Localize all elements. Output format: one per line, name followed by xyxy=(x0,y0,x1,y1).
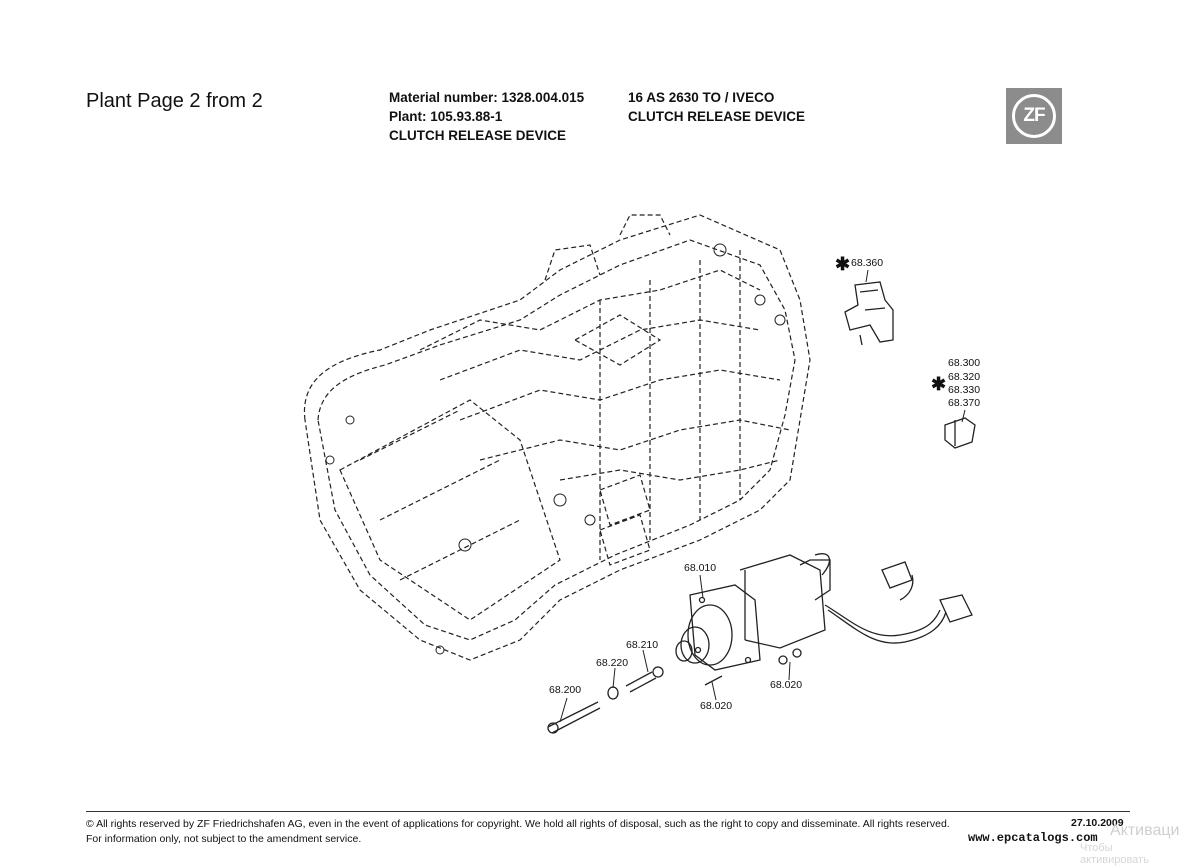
part-label-68010: 68.010 xyxy=(684,562,717,574)
actuator-68010 xyxy=(675,554,831,671)
website-link[interactable]: www.epcatalogs.com xyxy=(968,831,1098,845)
bracket-68360 xyxy=(844,281,894,346)
device-name: CLUTCH RELEASE DEVICE xyxy=(389,128,567,143)
material-number: Material number: 1328.004.015 xyxy=(389,90,585,105)
part-label-68210: 68.210 xyxy=(626,639,659,651)
plant-page-title: Plant Page 2 from 2 xyxy=(86,90,263,112)
part-label-68020-nut: 68.020 xyxy=(770,679,803,691)
pin-68020 xyxy=(704,675,723,686)
bolt-68200 xyxy=(547,701,601,734)
model-info: 16 AS 2630 TO / IVECO CLUTCH RELEASE DEV… xyxy=(628,88,805,126)
bolt-head-68200 xyxy=(547,722,559,734)
bolt-head-68210 xyxy=(652,666,664,678)
wiring-harness xyxy=(814,553,973,644)
activation-watermark-sub: Чтобы активировать xyxy=(1080,842,1149,866)
footer-date: 27.10.2009 xyxy=(1071,817,1124,829)
part-label-68200: 68.200 xyxy=(549,684,582,696)
part-label-68320: 68.320 xyxy=(948,371,981,383)
part-label-68300: 68.300 xyxy=(948,357,981,369)
model-device-name: CLUTCH RELEASE DEVICE xyxy=(628,109,806,124)
info-text: For information only, not subject to the… xyxy=(86,833,362,845)
zf-logo: ZF xyxy=(1006,88,1062,144)
bolt-68210 xyxy=(625,671,657,693)
copyright-text: © All rights reserved by ZF Friedrichsha… xyxy=(86,818,950,830)
asterisk-marker: ✱ xyxy=(931,374,947,394)
part-label-68020-pin: 68.020 xyxy=(700,700,733,712)
nut-68020 xyxy=(778,655,788,665)
material-info: Material number: 1328.004.015 Plant: 105… xyxy=(389,88,584,145)
cap-68370 xyxy=(944,417,976,449)
bolts xyxy=(547,648,802,734)
washer-68020 xyxy=(792,648,802,658)
part-label-68220: 68.220 xyxy=(596,657,629,669)
leader-lines xyxy=(559,269,966,723)
zf-logo-text: ZF xyxy=(1012,94,1056,138)
gearbox-circles xyxy=(325,243,786,655)
gearbox-housing xyxy=(303,214,811,661)
model-name: 16 AS 2630 TO / IVECO xyxy=(628,90,775,105)
washer-68220 xyxy=(607,686,619,700)
activation-watermark: Активация xyxy=(1110,822,1180,839)
part-label-68330: 68.330 xyxy=(948,384,981,396)
asterisk-marker: ✱ xyxy=(835,254,851,274)
part-label-68360: 68.360 xyxy=(851,257,884,269)
part-label-68370: 68.370 xyxy=(948,397,981,409)
footer-notice: © All rights reserved by ZF Friedrichsha… xyxy=(86,817,950,847)
plant-number: Plant: 105.93.88-1 xyxy=(389,109,503,124)
footer-divider xyxy=(86,811,1130,812)
